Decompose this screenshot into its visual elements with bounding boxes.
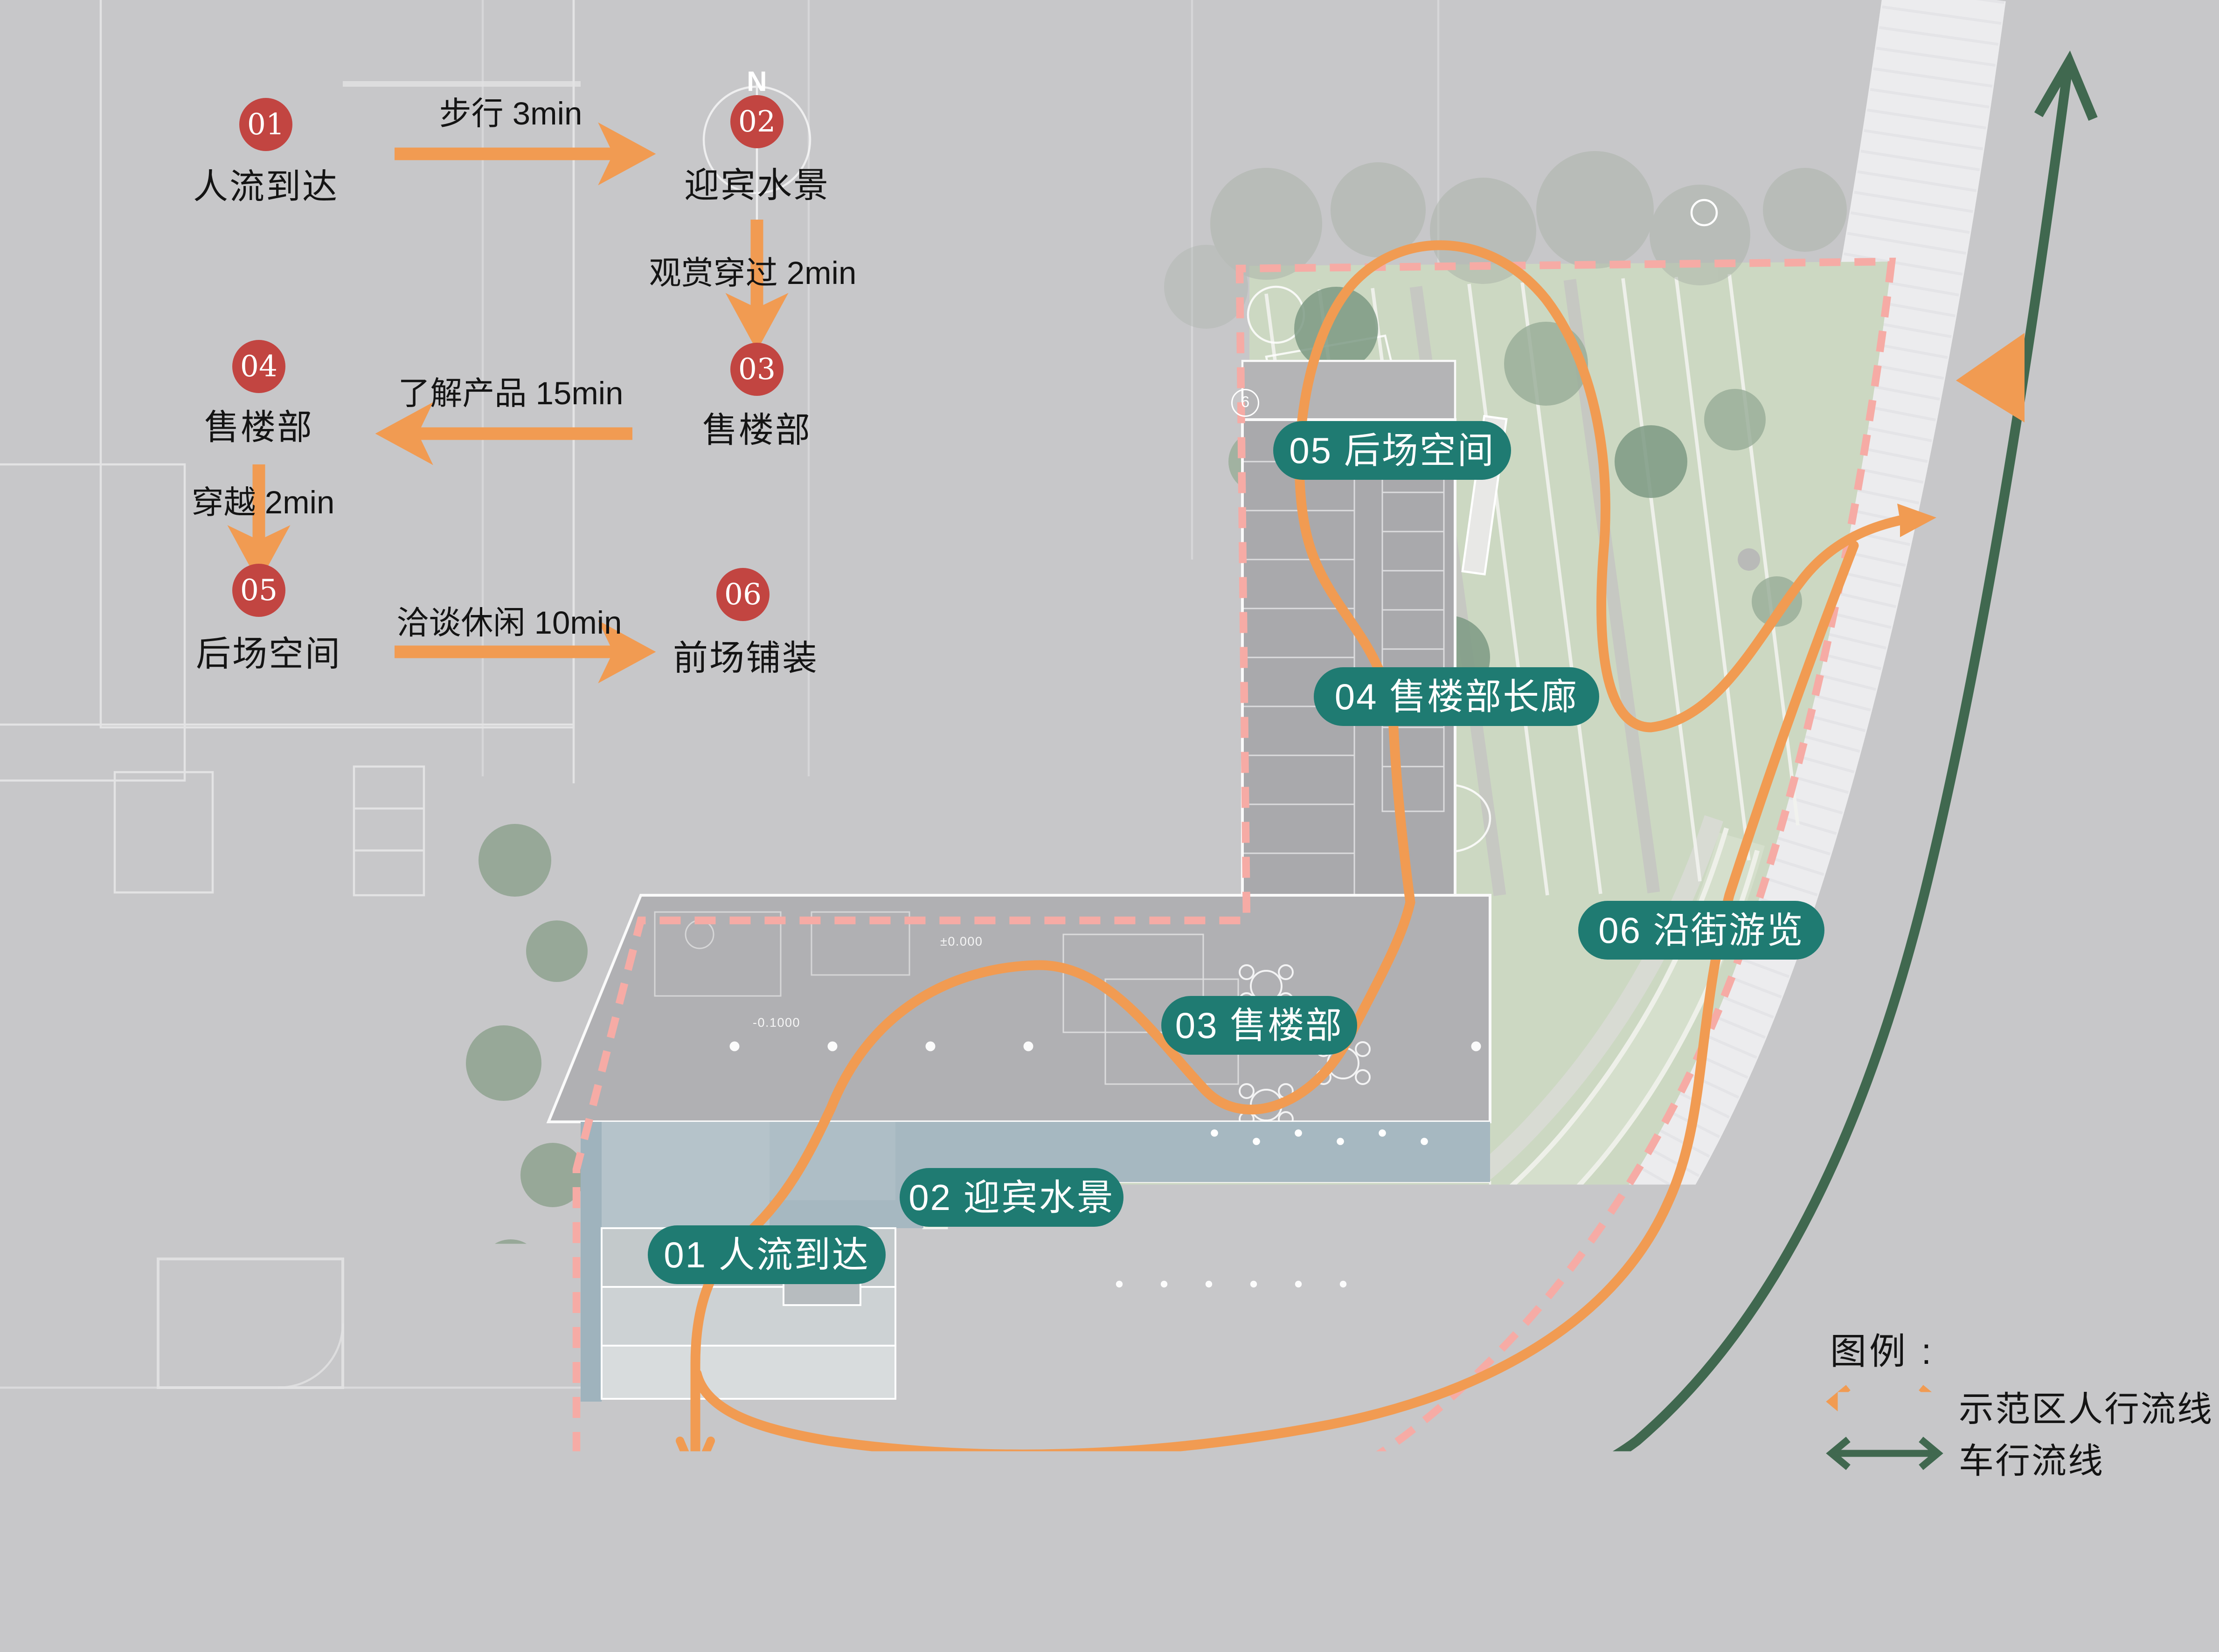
plan-label-06-street: 06 沿街游览 <box>1578 901 1824 960</box>
flow-caption-walk: 步行 3min <box>371 87 651 134</box>
flow-node-03-badge: 03 <box>730 343 784 396</box>
flow-node-04-label: 售楼部 <box>161 400 357 450</box>
flow-caption-view: 观赏穿过 2min <box>613 246 893 294</box>
flow-node-05-badge: 05 <box>232 564 285 617</box>
north-label: N <box>743 67 771 99</box>
flow-node-02-badge: 02 <box>730 95 784 148</box>
flow-node-04-badge: 04 <box>232 340 285 393</box>
plan-label-01-arrival: 01 人流到达 <box>648 1225 886 1284</box>
flow-node-01-badge: 01 <box>239 98 292 151</box>
plan-label-03-sales: 03 售楼部 <box>1161 996 1357 1055</box>
level-annotation-minus: -0.1000 <box>753 1016 800 1030</box>
flow-node-06-label: 前场铺装 <box>648 631 844 681</box>
flow-node-03-label: 售楼部 <box>659 403 855 453</box>
legend-pedestrian-label: 示范区人行流线 <box>1959 1382 2213 1432</box>
grid-bubble: 6 <box>1231 389 1259 417</box>
legend-vehicle-label: 车行流线 <box>1959 1434 2104 1484</box>
flow-caption-cross: 穿越 2min <box>137 476 389 523</box>
flow-node-01-label: 人流到达 <box>168 159 364 210</box>
street-trees-bottom <box>0 1555 1518 1652</box>
plan-label-05-backyard: 05 后场空间 <box>1273 421 1511 480</box>
flow-caption-learn: 了解产品 15min <box>357 366 665 414</box>
level-annotation-zero: ±0.000 <box>940 934 983 948</box>
legend-pedestrian-arrow-icon <box>1823 1382 1946 1421</box>
flow-node-02-label: 迎宾水景 <box>659 158 855 208</box>
flow-caption-leisure: 洽谈休闲 10min <box>355 596 663 643</box>
flow-node-06-badge: 06 <box>716 568 770 621</box>
context-stair-bars <box>176 1281 256 1365</box>
legend-title: 图例 : <box>1830 1323 1934 1375</box>
flow-node-05-label: 后场空间 <box>171 627 367 677</box>
legend-vehicle-arrow-icon <box>1823 1434 1946 1473</box>
plan-label-02-water: 02 迎宾水景 <box>900 1168 1123 1227</box>
plan-label-04-gallery: 04 售楼部长廊 <box>1314 667 1599 726</box>
